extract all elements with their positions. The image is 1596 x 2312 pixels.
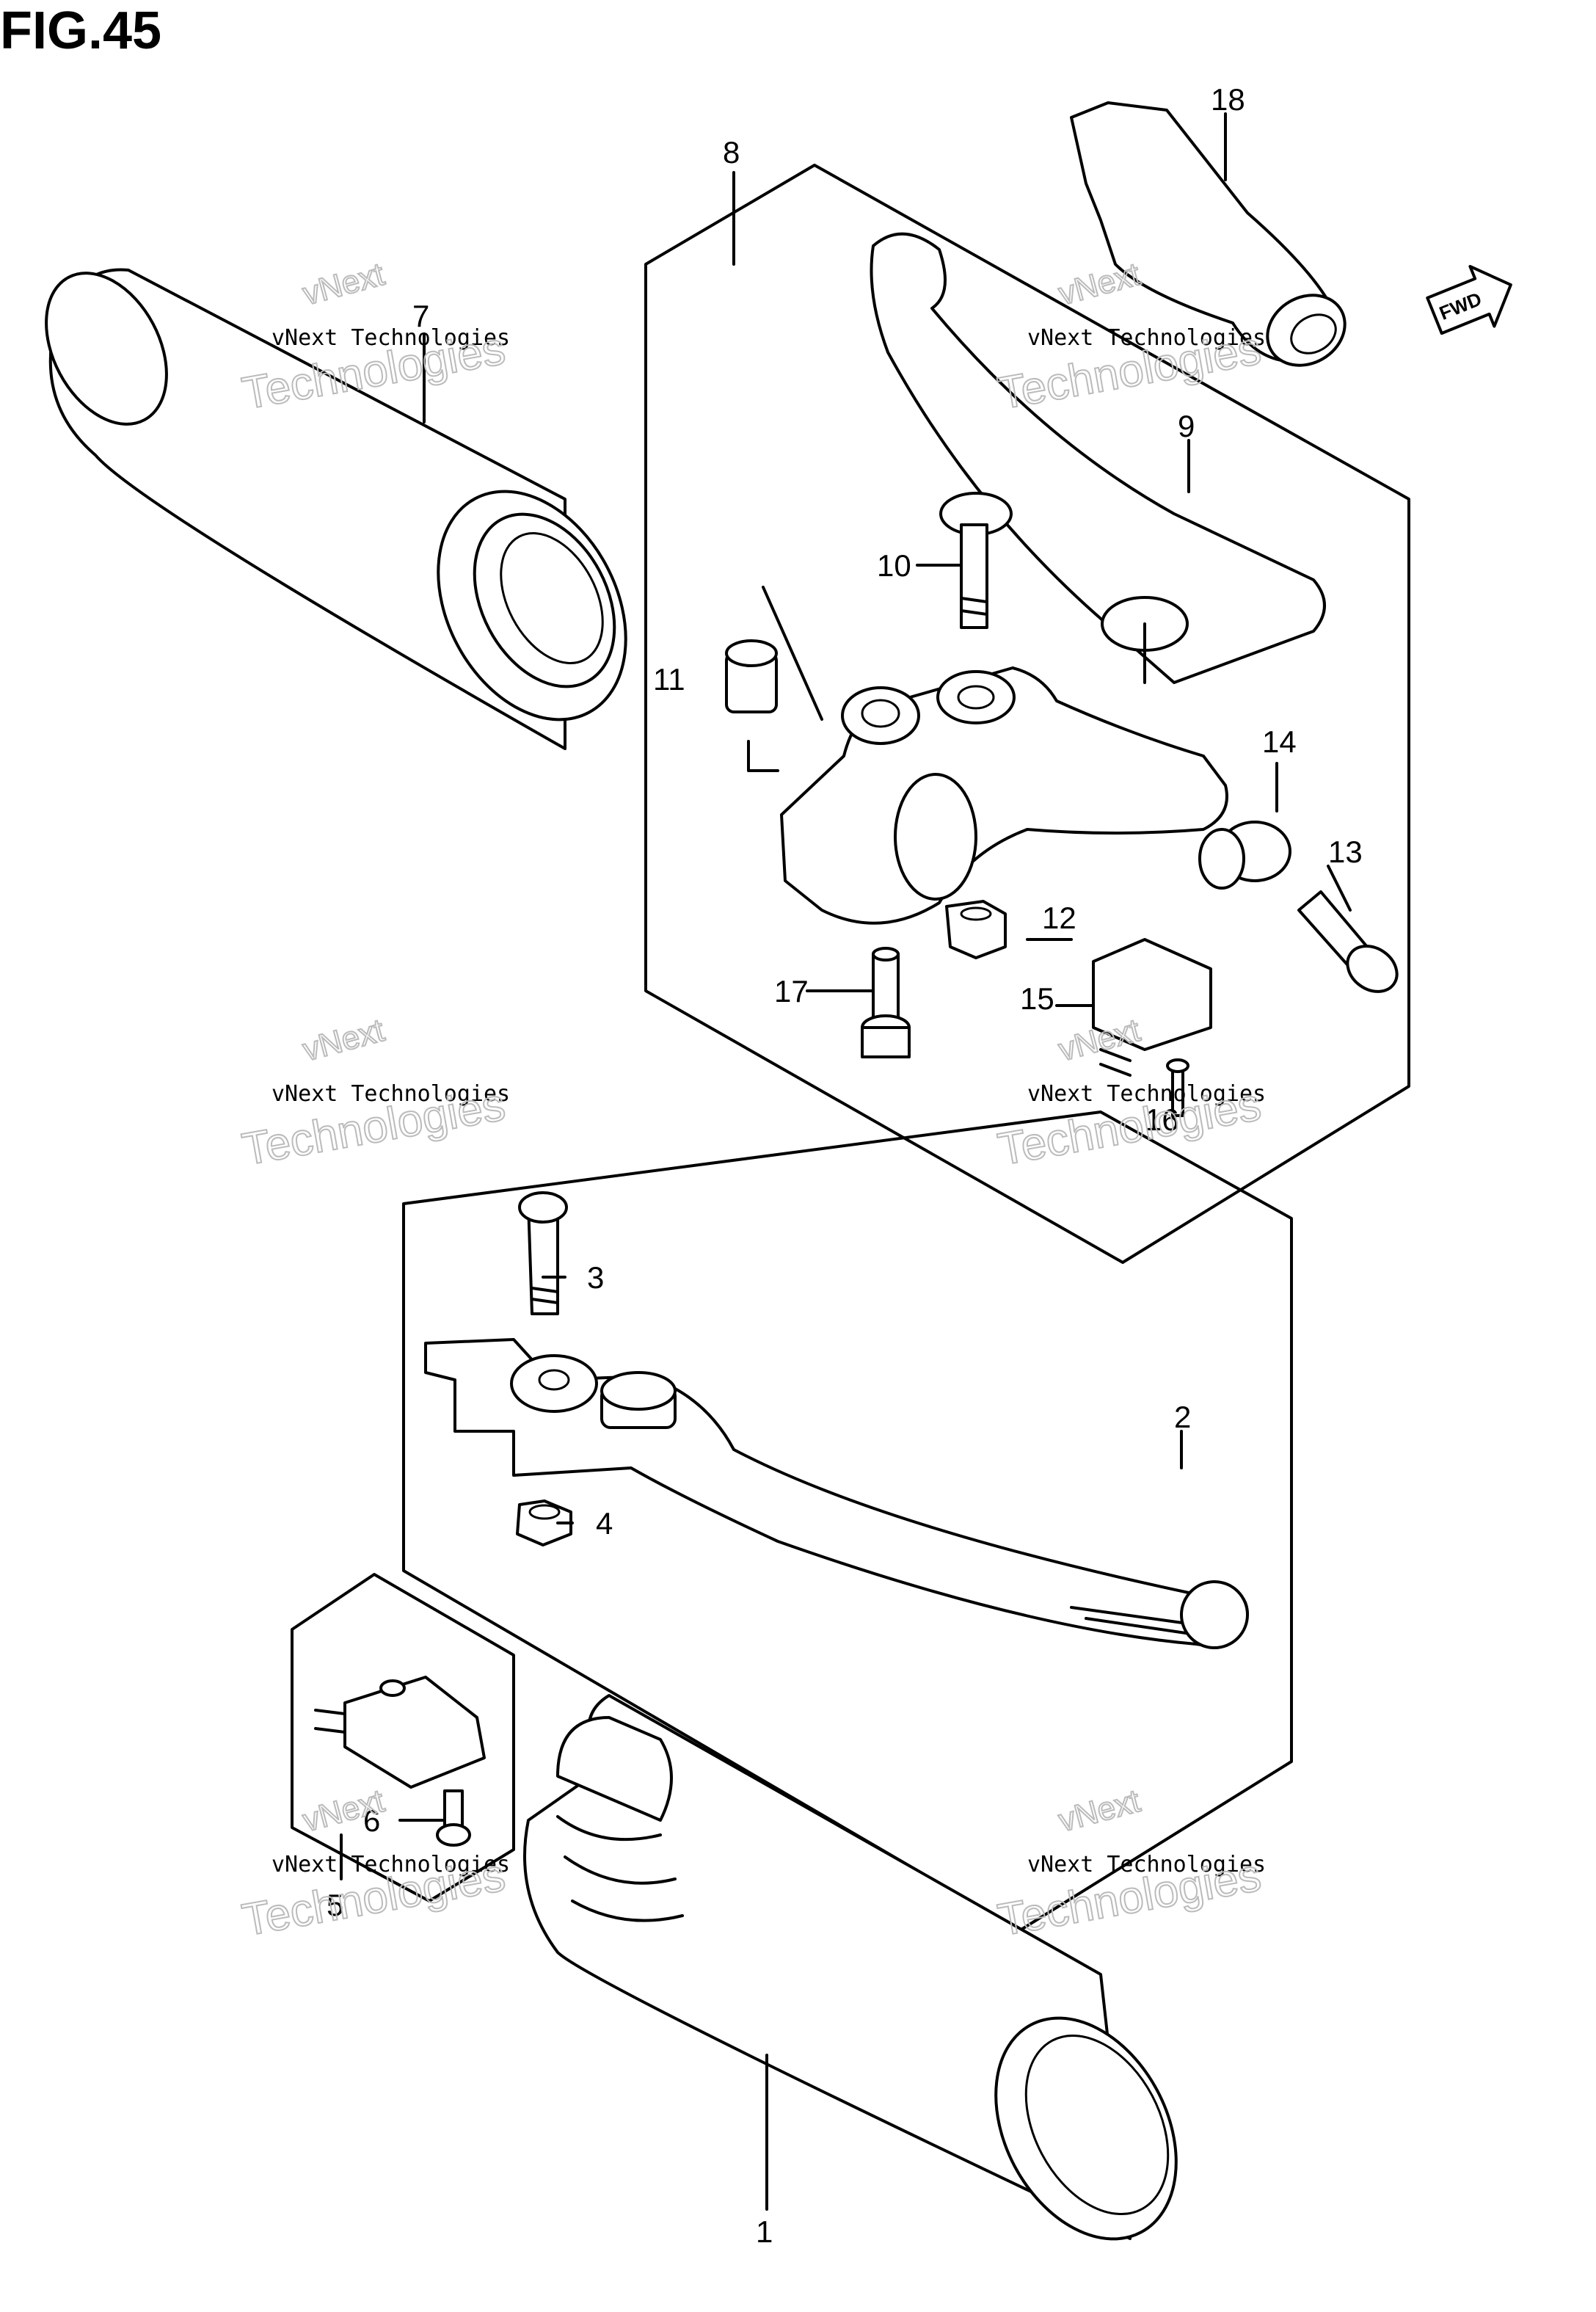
- svg-text:vNext: vNext: [1055, 256, 1144, 312]
- svg-text:vNext Technologies: vNext Technologies: [272, 1852, 510, 1877]
- pivot-bolt-part-10: [939, 492, 1013, 629]
- callout-12: 12: [1042, 901, 1076, 935]
- callout-2: 2: [1174, 1400, 1191, 1434]
- clutch-lever-part: [870, 232, 1326, 684]
- callout-17: 17: [774, 974, 809, 1008]
- nut-part-4: [516, 1499, 572, 1546]
- watermark-mid-right: vNext vNext Technologies Technologies: [994, 1011, 1266, 1176]
- collar-part-11: [725, 586, 823, 772]
- callout-6: 6: [363, 1803, 380, 1838]
- callout-8: 8: [723, 135, 740, 170]
- fwd-arrow-icon: FWD: [1426, 264, 1512, 335]
- grip-left-part: [45, 268, 627, 750]
- callout-13: 13: [1328, 835, 1363, 869]
- leader-lines: [340, 112, 1352, 2211]
- watermark-bottom-left: vNext vNext Technologies Technologies: [238, 1782, 510, 1946]
- svg-text:vNext Technologies: vNext Technologies: [272, 325, 510, 351]
- svg-text:vNext: vNext: [299, 1012, 388, 1068]
- callout-labels: 1 2 3 4 5 6 7 8 9 10 11 12 13 14 15 16 1…: [327, 82, 1363, 2249]
- watermark-bottom-right: vNext vNext Technologies Technologies: [994, 1782, 1266, 1946]
- watermark-top-left: vNext vNext Technologies Technologies: [238, 255, 510, 420]
- screw-part-6: [436, 1789, 471, 1847]
- pivot-bolt-part: [518, 1191, 568, 1315]
- kit-outline-8: [644, 164, 1410, 1264]
- switch-part-15: [1092, 938, 1212, 1077]
- callout-5: 5: [327, 1888, 343, 1922]
- screw-part-16: [1166, 1058, 1189, 1117]
- kit-outline-2: [402, 1110, 1293, 1932]
- figure-title: FIG.45: [0, 1, 161, 60]
- svg-text:vNext Technologies: vNext Technologies: [1027, 1081, 1266, 1107]
- throttle-grip-part: [523, 1694, 1178, 2241]
- callout-11: 11: [653, 662, 685, 697]
- svg-text:vNext Technologies: vNext Technologies: [1027, 1852, 1266, 1877]
- svg-text:vNext: vNext: [1055, 1783, 1144, 1839]
- callout-16: 16: [1145, 1102, 1179, 1137]
- svg-text:vNext: vNext: [299, 256, 388, 312]
- kit-outline-5: [291, 1573, 515, 1902]
- callout-15: 15: [1020, 981, 1054, 1016]
- callout-10: 10: [877, 548, 911, 583]
- callout-7: 7: [412, 299, 429, 333]
- nut-part-12: [945, 900, 1007, 959]
- switch-part-5: [314, 1676, 486, 1789]
- adjuster-nut-part-14: [1198, 821, 1291, 890]
- lever-cover-part: [1070, 101, 1347, 367]
- bolt-part-17: [861, 947, 911, 1058]
- callout-1: 1: [756, 2214, 773, 2249]
- callout-18: 18: [1211, 82, 1245, 117]
- callout-14: 14: [1262, 724, 1297, 759]
- adjuster-part-13: [1297, 890, 1399, 993]
- callout-3: 3: [587, 1260, 604, 1295]
- clutch-perch-part: [780, 666, 1228, 925]
- watermark-mid-left: vNext vNext Technologies Technologies: [238, 1011, 510, 1176]
- callout-4: 4: [596, 1506, 613, 1541]
- callout-9: 9: [1178, 409, 1195, 443]
- svg-text:vNext Technologies: vNext Technologies: [272, 1081, 510, 1107]
- svg-text:vNext Technologies: vNext Technologies: [1027, 325, 1266, 351]
- brake-lever-part: [424, 1338, 1249, 1649]
